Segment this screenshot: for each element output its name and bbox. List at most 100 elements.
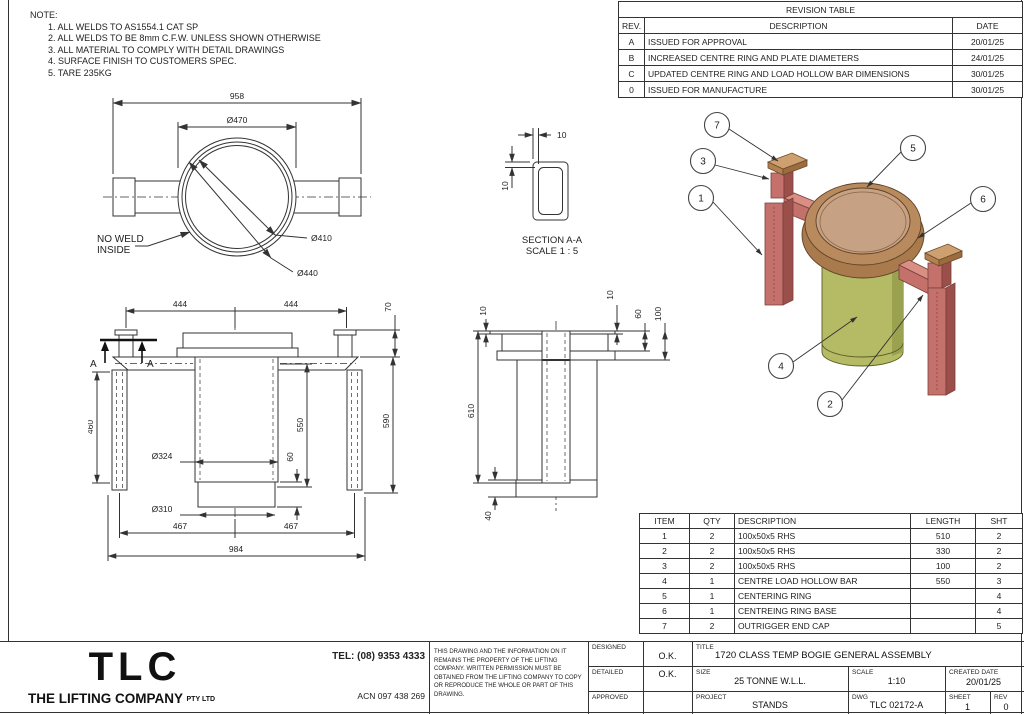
svg-text:7: 7 <box>714 121 720 132</box>
scale-label: SCALE <box>852 669 874 676</box>
copyright-disclaimer: THIS DRAWING AND THE INFORMATION ON IT R… <box>434 649 582 698</box>
balloon-5 <box>899 134 927 162</box>
detailed-label: DETAILED <box>592 669 624 676</box>
item-col-header: SHT <box>975 513 1023 529</box>
rev-label: REV <box>994 694 1008 701</box>
dim-470: Ø470 <box>227 115 248 125</box>
balloon-2 <box>816 390 844 418</box>
balloon-3 <box>689 147 717 175</box>
designed-label: DESIGNED <box>592 644 626 651</box>
note-item: 4. SURFACE FINISH TO CUSTOMERS SPEC. <box>48 56 237 66</box>
revision-table-title: REVISION TABLE <box>618 1 1023 18</box>
approved-label: APPROVED <box>592 694 629 701</box>
page-border-left <box>8 0 9 641</box>
side-view: 10 10 60 100 610 40 <box>466 290 670 521</box>
svg-text:1: 1 <box>698 194 704 205</box>
phone-number: TEL: (08) 9353 4333 <box>332 651 425 662</box>
drawing-title: 1720 CLASS TEMP BOGIE GENERAL ASSEMBLY <box>715 650 932 661</box>
dim-460: 460 <box>88 420 95 434</box>
item-col-header: DESCRIPTION <box>734 513 911 529</box>
dim-610: 610 <box>466 404 476 418</box>
section-label: SECTION A-A <box>522 235 583 246</box>
item-col-header: LENGTH <box>910 513 976 529</box>
balloon-1 <box>687 184 715 212</box>
note-item: 3. ALL MATERIAL TO COMPLY WITH DETAIL DR… <box>48 44 285 55</box>
detailed-value: O.K. <box>658 669 677 679</box>
section-letter-a1: A <box>90 359 97 370</box>
balloon-leaders <box>712 128 972 401</box>
dim-467-right: 467 <box>284 521 298 531</box>
dim-410: Ø410 <box>311 233 332 243</box>
company-logo: TLC <box>88 645 182 689</box>
section-aa-view: 10 10 SECTION A-A SCALE 1 : 5 <box>500 128 583 257</box>
section-letter-a2: A <box>147 359 154 370</box>
sheet-label: SHEET <box>949 694 971 701</box>
title-label: TITLE <box>696 644 714 651</box>
dim-467-left: 467 <box>173 521 187 531</box>
dim-310: Ø310 <box>152 504 173 514</box>
company-name: THE LIFTING COMPANY PTY LTD <box>28 691 216 706</box>
created-date-value: 20/01/25 <box>965 677 1002 687</box>
note-item: 5. TARE 235KG <box>48 67 112 78</box>
dwg-number: TLC 02172-A <box>869 700 924 710</box>
balloon-6 <box>969 185 997 213</box>
revision-row: C UPDATED CENTRE RING AND LOAD HOLLOW BA… <box>618 65 1023 82</box>
dwg-label: DWG <box>852 694 868 701</box>
dim-550: 550 <box>295 418 305 432</box>
cylinder-body <box>821 264 904 367</box>
section-scale: SCALE 1 : 5 <box>526 246 578 257</box>
centering-ring-assembly <box>801 182 925 279</box>
sheet-value: 1 <box>964 702 970 712</box>
created-date-label: CREATED DATE <box>949 669 999 676</box>
notes-title: NOTE: <box>30 10 58 20</box>
dim-958: 958 <box>230 91 244 101</box>
left-leg-front-face <box>764 202 784 306</box>
right-pin <box>927 262 943 289</box>
dim-40: 40 <box>483 511 493 521</box>
dim-590: 590 <box>381 414 391 428</box>
project-label: PROJECT <box>696 694 727 701</box>
size-value: 25 TONNE W.L.L. <box>734 676 806 686</box>
dim-wall-10-v: 10 <box>500 181 510 191</box>
revision-col-header: DATE <box>952 17 1023 34</box>
dim-10-left: 10 <box>478 306 488 316</box>
revision-row: A ISSUED FOR APPROVAL 20/01/25 <box>618 33 1023 50</box>
right-leg-assembly <box>898 258 956 396</box>
revision-row: B INCREASED CENTRE RING AND PLATE DIAMET… <box>618 49 1023 66</box>
titleblock-top-border <box>0 641 1024 642</box>
no-weld-label-2: INSIDE <box>97 245 131 256</box>
dim-60: 60 <box>633 309 643 319</box>
section-cut-indicator <box>100 338 157 363</box>
left-pin <box>770 172 785 199</box>
item-balloons: 7 3 1 5 6 4 2 <box>687 111 997 418</box>
project-value: STANDS <box>752 700 788 710</box>
note-item: 2. ALL WELDS TO BE 8mm C.F.W. UNLESS SHO… <box>48 33 321 43</box>
balloon-7 <box>703 111 731 139</box>
svg-text:4: 4 <box>778 362 784 373</box>
revision-table: REVISION TABLE REV. DESCRIPTION DATE A I… <box>618 1 1023 98</box>
right-end-cap <box>924 243 963 267</box>
note-item: 1. ALL WELDS TO AS1554.1 CAT SP <box>48 21 199 32</box>
top-plan-view: 958 Ø470 Ø410 Ø440 NO WELD INSIDE <box>97 91 371 278</box>
dim-wall-10-h: 10 <box>557 130 567 140</box>
dim-60: 60 <box>285 452 295 462</box>
dim-444-right: 444 <box>284 299 298 309</box>
svg-text:6: 6 <box>980 195 986 206</box>
left-end-cap <box>766 152 809 176</box>
revision-col-header: REV. <box>618 17 645 34</box>
dim-10-right: 10 <box>605 290 615 300</box>
acn-number: ACN 097 438 269 <box>357 691 425 701</box>
page-border-bottom <box>0 712 1024 713</box>
svg-text:2: 2 <box>827 400 833 411</box>
svg-text:3: 3 <box>700 157 706 168</box>
rev-value: 0 <box>1003 702 1009 712</box>
revision-col-header: DESCRIPTION <box>644 17 953 34</box>
